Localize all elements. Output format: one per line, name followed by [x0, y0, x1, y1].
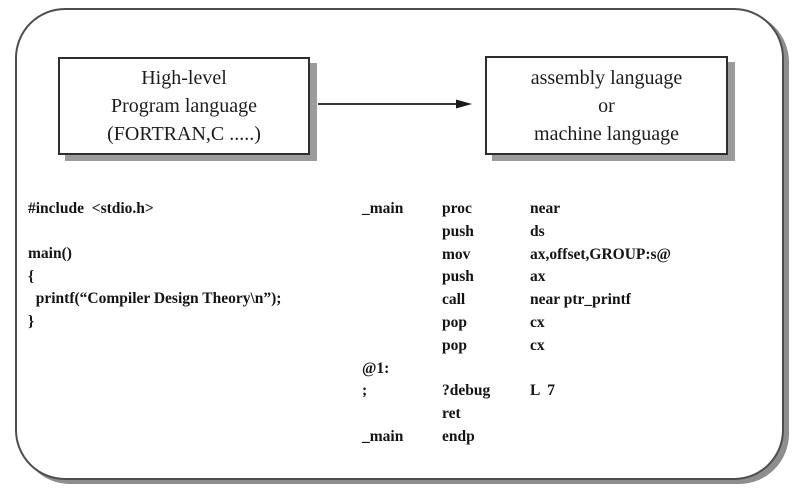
asm-mnemonic: call — [442, 291, 466, 309]
asm-row: pop cx — [362, 314, 671, 337]
target-box-line-2: or — [598, 94, 615, 117]
asm-row: ret — [362, 405, 671, 428]
asm-mnemonic: ret — [442, 405, 461, 423]
asm-label — [362, 337, 442, 360]
target-language-box: assembly language or machine language — [485, 56, 728, 155]
c-source-code: #include <stdio.h> main() { printf(“Comp… — [28, 200, 281, 336]
asm-mnemonic: proc — [442, 200, 472, 217]
asm-mnemonic: push — [442, 222, 474, 240]
asm-mnemonic: ?debug — [442, 382, 491, 400]
asm-mnemonic: push — [442, 268, 474, 286]
source-box-line-2: Program language — [110, 95, 258, 117]
asm-label: @1: — [362, 359, 390, 377]
asm-row: push ax — [362, 268, 671, 291]
asm-label — [362, 405, 442, 428]
asm-row: _main proc near — [362, 200, 671, 223]
asm-row: pop cx — [362, 337, 671, 360]
asm-label — [362, 246, 442, 269]
asm-label — [362, 223, 442, 246]
assembly-code: _main proc near push ds mov ax,offset,GR… — [362, 200, 671, 451]
source-box-line-3: (FORTRAN,C .....) — [107, 123, 261, 145]
target-box-line-3: machine language — [534, 122, 679, 145]
asm-mnemonic: pop — [442, 336, 467, 354]
asm-operand: cx — [530, 336, 545, 354]
asm-mnemonic: mov — [442, 245, 471, 263]
asm-mnemonic: endp — [442, 427, 475, 445]
asm-operand: ds — [530, 222, 545, 240]
c-code-line: main() — [28, 245, 72, 263]
asm-row: call near ptr_printf — [362, 291, 671, 314]
asm-mnemonic — [442, 360, 530, 383]
asm-row: ; ?debug L 7 — [362, 382, 671, 405]
source-box-line-1: High-level — [141, 67, 227, 89]
asm-label — [362, 268, 442, 291]
c-code-line: } — [28, 312, 35, 330]
asm-label — [362, 314, 442, 337]
asm-mnemonic: pop — [442, 313, 467, 331]
compile-arrow-icon — [318, 99, 472, 109]
asm-operand: cx — [530, 313, 545, 331]
asm-label: _main — [362, 200, 404, 217]
asm-label: ; — [362, 382, 368, 400]
asm-row: @1: — [362, 360, 671, 383]
asm-operand: near — [530, 200, 561, 217]
target-box-line-1: assembly language — [530, 66, 683, 89]
asm-row: mov ax,offset,GROUP:s@ — [362, 246, 671, 269]
asm-label: _main — [362, 427, 404, 445]
c-code-line: printf(“Compiler Design Theory\n”); — [28, 290, 282, 308]
asm-operand: L 7 — [530, 382, 555, 400]
c-code-line: { — [28, 267, 35, 285]
asm-operand: ax,offset,GROUP:s@ — [530, 245, 671, 263]
asm-row: _main endp — [362, 428, 671, 451]
source-language-box: High-level Program language (FORTRAN,C .… — [58, 57, 310, 155]
c-code-line — [28, 223, 281, 246]
asm-label — [362, 291, 442, 314]
c-code-line: #include <stdio.h> — [28, 200, 154, 217]
asm-operand: near ptr_printf — [530, 291, 631, 309]
asm-operand: ax — [530, 268, 546, 286]
asm-row: push ds — [362, 223, 671, 246]
